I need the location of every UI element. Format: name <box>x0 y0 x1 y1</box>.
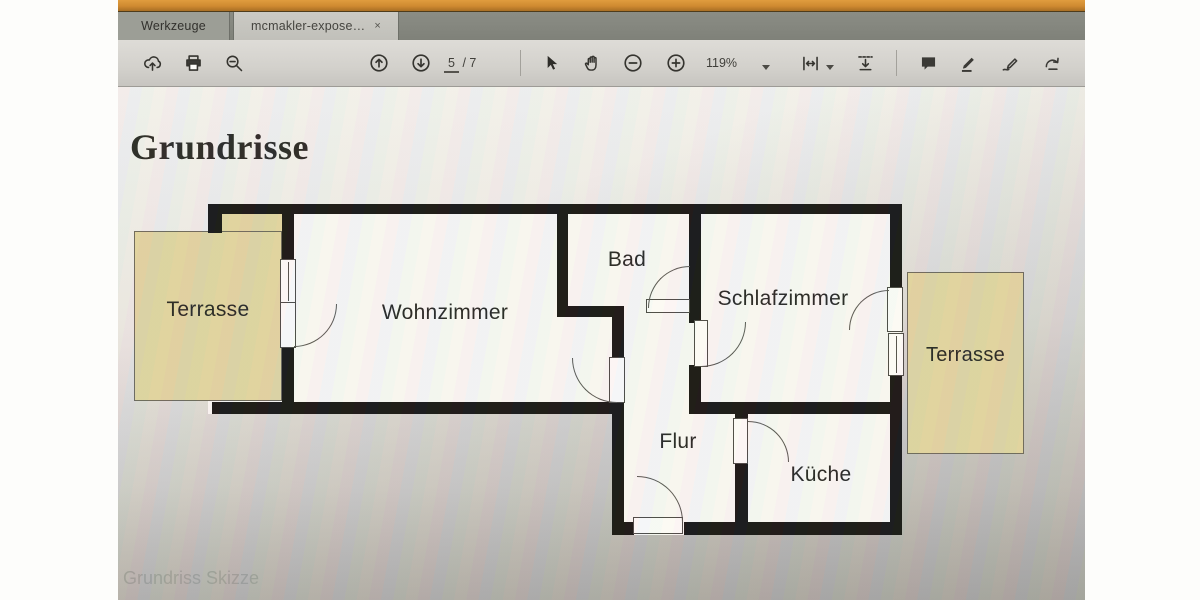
minus-circle-icon <box>622 52 644 74</box>
page-title: Grundrisse <box>130 127 310 167</box>
room-label-terrasse-left: Terrasse <box>166 298 250 321</box>
comment-button[interactable] <box>915 50 941 76</box>
search-button[interactable] <box>221 50 247 76</box>
room-label-schlafzimmer: Schlafzimmer <box>717 287 849 310</box>
page-scroll-button[interactable] <box>852 50 878 76</box>
highlight-button[interactable] <box>955 50 981 76</box>
zoom-level-value: 119% <box>706 56 738 70</box>
printer-icon <box>183 53 204 74</box>
terrace-left-area <box>134 231 282 401</box>
fit-width-button[interactable] <box>797 50 823 76</box>
wall-terrace-stub <box>208 204 222 233</box>
wall-bad-west <box>557 204 568 317</box>
terrace-right-area <box>907 272 1024 454</box>
share-button[interactable] <box>1039 50 1065 76</box>
close-icon[interactable]: × <box>374 20 381 32</box>
wall-wohnzimmer-bottom <box>212 402 624 414</box>
zoom-level-dropdown[interactable]: 119% <box>706 56 737 70</box>
share-arrow-icon <box>1042 53 1063 74</box>
print-button[interactable] <box>180 50 206 76</box>
door-leaf-terrace-east <box>887 287 903 332</box>
wall-west-upper <box>282 204 294 261</box>
room-label-kueche: Küche <box>790 463 852 486</box>
zoom-caret-icon[interactable] <box>762 65 770 70</box>
search-icon <box>224 53 245 74</box>
wall-top <box>208 204 901 214</box>
wall-schlafzimmer-west-upper <box>689 204 701 323</box>
room-label-wohnzimmer: Wohnzimmer <box>381 301 509 324</box>
highlighter-icon <box>958 53 979 74</box>
window-symbol-east <box>888 333 904 376</box>
cloud-upload-icon <box>142 53 163 74</box>
page-divider: / <box>462 56 466 70</box>
comment-bubble-icon <box>918 53 939 74</box>
page-indicator: 5 / 7 <box>444 56 477 73</box>
zoom-out-button[interactable] <box>620 50 646 76</box>
wall-schlafzimmer-west-lower <box>689 365 701 414</box>
page-scroll-icon <box>855 53 876 74</box>
wall-bottom-left <box>612 522 634 535</box>
wall-east-lower <box>890 375 902 535</box>
tab-werkzeuge-label: Werkzeuge <box>141 19 206 33</box>
fit-width-icon <box>800 53 821 74</box>
wall-bad-bottom <box>557 306 617 317</box>
plus-circle-icon <box>665 52 687 74</box>
fit-mode-caret-icon[interactable] <box>826 65 834 70</box>
wall-flur-west <box>612 306 624 535</box>
tab-document[interactable]: mcmakler-expose… × <box>233 12 399 40</box>
window-symbol-west <box>280 259 296 304</box>
fill-sign-pen-icon <box>1000 53 1021 74</box>
room-label-bad: Bad <box>607 248 647 271</box>
tab-werkzeuge[interactable]: Werkzeuge <box>118 12 230 40</box>
terrace-left-fill <box>221 213 282 235</box>
wall-east-upper <box>890 204 902 287</box>
next-page-button[interactable] <box>408 50 434 76</box>
cloud-upload-button[interactable] <box>139 50 165 76</box>
hand-icon <box>582 53 603 74</box>
wall-kueche-west-lower <box>735 462 748 535</box>
arrow-up-circle-icon <box>368 52 390 74</box>
arrow-down-circle-icon <box>410 52 432 74</box>
room-label-terrasse-right: Terrasse <box>925 344 1006 366</box>
select-cursor-icon <box>541 53 561 73</box>
page-total: 7 <box>469 56 477 70</box>
toolbar-separator <box>896 50 897 76</box>
window-title-bar <box>118 0 1085 12</box>
toolbar-separator <box>520 50 521 76</box>
wall-west-lower <box>282 346 294 406</box>
wall-kueche-west-upper <box>735 412 748 420</box>
previous-page-button[interactable] <box>366 50 392 76</box>
select-tool-button[interactable] <box>538 50 564 76</box>
wall-bottom-right <box>684 522 902 535</box>
drawing-caption: Grundriss Skizze <box>123 568 260 588</box>
wall-schlafzimmer-bottom <box>689 402 901 414</box>
zoom-in-button[interactable] <box>663 50 689 76</box>
tab-document-label: mcmakler-expose… <box>251 19 366 33</box>
door-leaf-kueche <box>733 418 748 464</box>
hand-tool-button[interactable] <box>579 50 605 76</box>
room-label-flur: Flur <box>659 430 697 453</box>
page-number-input[interactable]: 5 <box>444 56 459 73</box>
fill-sign-button[interactable] <box>997 50 1023 76</box>
